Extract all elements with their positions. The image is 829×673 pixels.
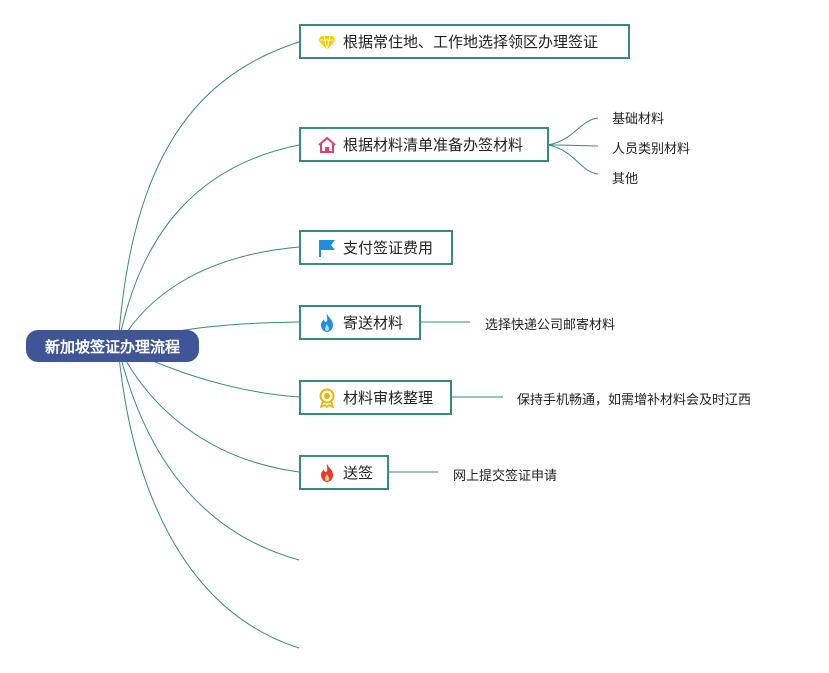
subtopic-online-submit[interactable]: 网上提交签证申请 [453, 469, 558, 484]
subtopic-basic-materials[interactable]: 基础材料 [612, 112, 665, 127]
branch-line-2 [117, 144, 300, 347]
subtopic-other[interactable]: 其他 [612, 172, 639, 187]
branch-line-6 [117, 345, 300, 473]
subtopic-keep-phone[interactable]: 保持手机畅通，如需增补材料会及时辽西 [517, 393, 752, 408]
topic-label: 根据常住地、工作地选择领区办理签证 [343, 33, 599, 51]
fire-icon [317, 463, 337, 483]
sub-line-basic [547, 117, 599, 146]
sub-line-other [547, 144, 599, 175]
house-icon [317, 135, 337, 155]
subtopic-personnel-materials[interactable]: 人员类别材料 [612, 142, 691, 157]
branch-line-7 [117, 345, 300, 561]
flag-icon [317, 238, 337, 258]
topic-label: 根据材料清单准备办签材料 [343, 136, 524, 154]
root-topic-label: 新加坡签证办理流程 [44, 337, 180, 356]
topic-label: 支付签证费用 [343, 239, 434, 257]
topic-label: 寄送材料 [343, 314, 404, 332]
diamond-icon [317, 32, 337, 52]
topic-send-materials[interactable]: 寄送材料 [299, 305, 421, 340]
branch-line-1 [117, 41, 300, 347]
branch-line-3 [117, 246, 300, 347]
topic-pay-fee[interactable]: 支付签证费用 [299, 230, 453, 265]
topic-label: 材料审核整理 [343, 389, 434, 407]
branch-line-8 [117, 345, 300, 649]
flame-icon [317, 313, 337, 333]
topic-label: 送签 [343, 464, 374, 482]
topic-prepare-materials[interactable]: 根据材料清单准备办签材料 [299, 127, 549, 162]
root-topic[interactable]: 新加坡签证办理流程 [26, 330, 199, 362]
topic-review-materials[interactable]: 材料审核整理 [299, 380, 452, 415]
topic-select-consulate[interactable]: 根据常住地、工作地选择领区办理签证 [299, 24, 630, 59]
topic-submit[interactable]: 送签 [299, 455, 389, 490]
sub-line-personnel [547, 144, 599, 147]
subtopic-courier[interactable]: 选择快递公司邮寄材料 [485, 318, 616, 333]
medal-icon [317, 388, 337, 408]
